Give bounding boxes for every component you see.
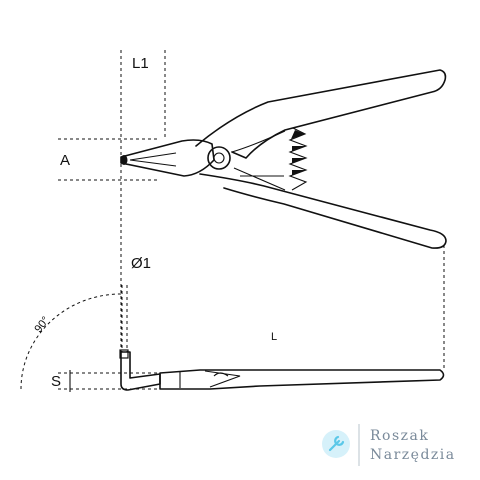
bent-tip: [120, 351, 161, 391]
side-detail: [179, 370, 241, 388]
dimension-labels: L1 A Ø1 L S 90°: [32, 55, 277, 390]
label-a: A: [60, 152, 70, 169]
label-o1: Ø1: [131, 255, 151, 272]
upper-handle: [195, 69, 447, 159]
pivot-inner: [213, 152, 225, 164]
side-body: [159, 369, 445, 390]
jaw-inner-line: [129, 152, 177, 167]
pivot-circle: [207, 146, 231, 170]
angle-arc: [20, 293, 122, 390]
wrench-icon-glyph: [328, 435, 345, 452]
pliers-top-view: [120, 69, 447, 249]
lower-handle: [199, 173, 447, 249]
watermark-line2: Narzędzia: [370, 447, 456, 463]
label-s: S: [51, 373, 61, 390]
pliers-side-view: [119, 349, 445, 391]
watermark-line1: Roszak: [370, 428, 429, 444]
spring-shadow: [291, 130, 305, 175]
spring: [288, 127, 308, 191]
watermark: Roszak Narzędzia: [322, 424, 456, 466]
jaw-tip: [120, 155, 128, 165]
label-angle: 90°: [32, 315, 52, 336]
hinge-lines: [231, 130, 286, 191]
tip-end: [119, 349, 129, 359]
dimension-lines: [20, 50, 445, 392]
pliers-jaws: [120, 139, 215, 177]
label-l: L: [271, 331, 277, 343]
label-l1: L1: [132, 55, 149, 72]
